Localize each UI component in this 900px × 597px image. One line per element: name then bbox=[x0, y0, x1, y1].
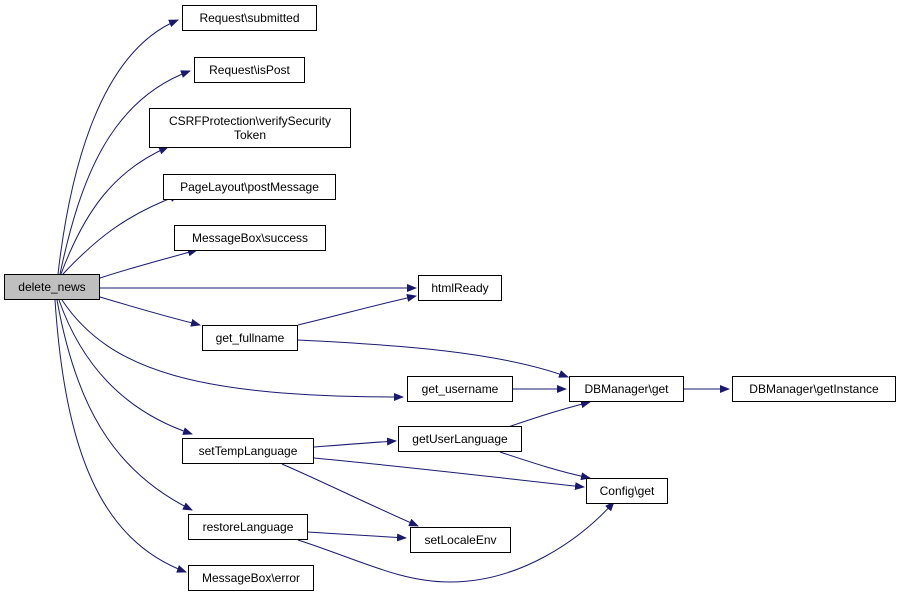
node-get-username-label: get_username bbox=[421, 382, 499, 396]
node-settemplanguage[interactable]: setTempLanguage bbox=[182, 438, 314, 464]
edge-delete-news-to-settemplanguage bbox=[58, 299, 193, 435]
edge-delete-news-to-csrf-verify bbox=[60, 146, 169, 275]
node-get-fullname[interactable]: get_fullname bbox=[202, 325, 298, 351]
edge-delete-news-to-pagelayout-postmessage bbox=[62, 194, 180, 275]
node-dbmanager-getinstance-label: DBManager\getInstance bbox=[749, 382, 879, 396]
node-get-fullname-label: get_fullname bbox=[215, 331, 285, 345]
node-setlocaleenv[interactable]: setLocaleEnv bbox=[410, 527, 511, 553]
node-request-submitted-label: Request\submitted bbox=[199, 11, 300, 25]
node-restorelanguage[interactable]: restoreLanguage bbox=[188, 514, 308, 540]
node-messagebox-success-label: MessageBox\success bbox=[191, 231, 309, 245]
edge-delete-news-to-request-ispost bbox=[59, 70, 191, 275]
node-settemplanguage-label: setTempLanguage bbox=[198, 444, 298, 458]
node-request-ispost[interactable]: Request\isPost bbox=[194, 57, 305, 83]
node-csrf-verify[interactable]: CSRFProtection\verifySecurity Token bbox=[149, 108, 351, 148]
edge-delete-news-to-get-username bbox=[61, 299, 404, 401]
edge-get-fullname-to-htmlready bbox=[297, 294, 417, 326]
edge-restorelanguage-to-config-get bbox=[297, 501, 615, 583]
node-dbmanager-get-label: DBManager\get bbox=[584, 382, 669, 396]
node-messagebox-error-label: MessageBox\error bbox=[201, 571, 301, 585]
edge-restorelanguage-to-setlocaleenv bbox=[307, 531, 407, 542]
edge-settemplanguage-to-config-get bbox=[313, 457, 585, 491]
node-config-get[interactable]: Config\get bbox=[586, 478, 668, 504]
edge-delete-news-to-restorelanguage bbox=[56, 299, 193, 511]
node-csrf-verify-label-line1: CSRFProtection\verifySecurity bbox=[168, 114, 332, 128]
edge-settemplanguage-to-setlocaleenv bbox=[281, 463, 419, 527]
node-htmlready[interactable]: htmlReady bbox=[418, 275, 502, 301]
edge-delete-news-to-get-fullname bbox=[99, 296, 201, 327]
node-get-username[interactable]: get_username bbox=[407, 376, 513, 402]
node-dbmanager-get[interactable]: DBManager\get bbox=[569, 376, 684, 402]
edge-getuserlanguage-to-dbmanager-get bbox=[507, 400, 591, 428]
node-messagebox-error[interactable]: MessageBox\error bbox=[188, 565, 314, 591]
node-pagelayout-postmessage-label: PageLayout\postMessage bbox=[180, 180, 319, 194]
edge-settemplanguage-to-getuserlanguage bbox=[313, 437, 397, 448]
node-htmlready-label: htmlReady bbox=[431, 281, 489, 295]
node-messagebox-success[interactable]: MessageBox\success bbox=[174, 225, 326, 251]
edge-delete-news-to-messagebox-error bbox=[54, 299, 187, 573]
node-dbmanager-getinstance[interactable]: DBManager\getInstance bbox=[732, 376, 896, 402]
node-getuserlanguage[interactable]: getUserLanguage bbox=[398, 426, 522, 452]
node-config-get-label: Config\get bbox=[599, 484, 655, 498]
node-setlocaleenv-label: setLocaleEnv bbox=[424, 533, 497, 547]
node-request-ispost-label: Request\isPost bbox=[209, 63, 290, 77]
node-delete-news-label: delete_news bbox=[18, 280, 86, 294]
node-request-submitted[interactable]: Request\submitted bbox=[182, 5, 317, 31]
node-getuserlanguage-label: getUserLanguage bbox=[412, 432, 508, 446]
node-restorelanguage-label: restoreLanguage bbox=[202, 520, 294, 534]
node-pagelayout-postmessage[interactable]: PageLayout\postMessage bbox=[163, 174, 336, 200]
edge-getuserlanguage-to-config-get bbox=[499, 451, 591, 481]
node-delete-news[interactable]: delete_news bbox=[4, 274, 100, 300]
node-csrf-verify-label-line2: Token bbox=[233, 128, 267, 142]
edge-delete-news-to-request-submitted bbox=[57, 19, 179, 275]
edge-get-fullname-to-dbmanager-get bbox=[297, 339, 569, 378]
edge-delete-news-to-messagebox-success bbox=[99, 248, 198, 279]
